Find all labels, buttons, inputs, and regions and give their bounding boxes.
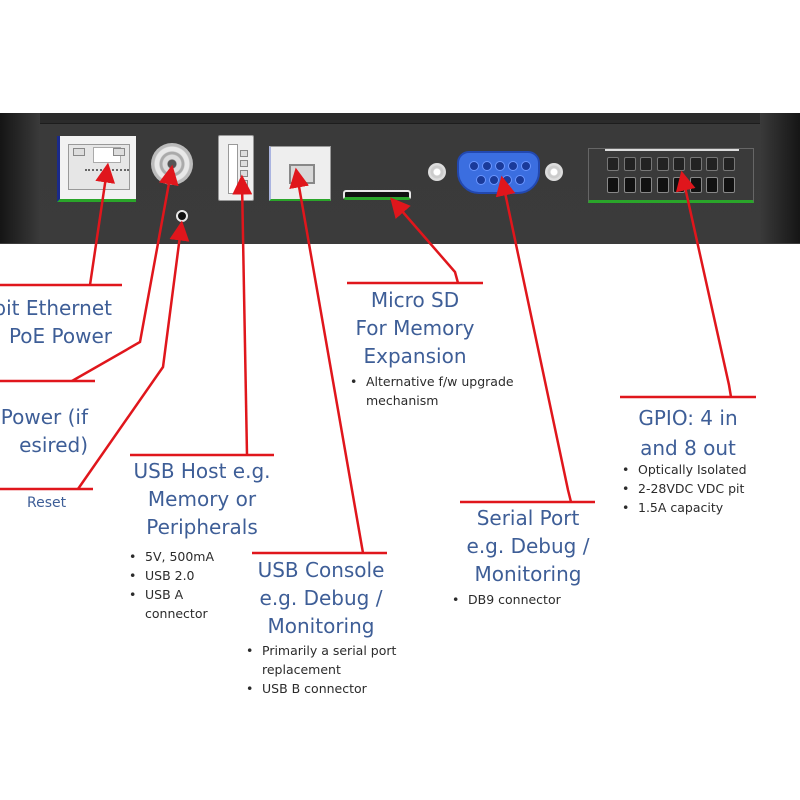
micro-sd-label-line: For Memory (355, 316, 475, 340)
terminal-socket (689, 177, 702, 193)
micro-sd-bullets: Alternative f/w upgrade mechanism (350, 372, 516, 410)
gpio-bullets: Optically Isolated 2-28VDC VDC pit 1.5A … (622, 460, 798, 517)
micro-sd-label-line: Micro SD (370, 288, 460, 312)
db9-pin (521, 161, 531, 171)
terminal-screw (673, 157, 685, 171)
db9-pin (508, 161, 518, 171)
terminal-socket (706, 177, 718, 193)
panel-right-edge (760, 113, 800, 243)
rj45-port-body (68, 144, 130, 190)
usb-host-label: USB Host e.g. Memory or Peripherals (128, 457, 276, 541)
usb-console-label-line: USB Console (257, 558, 385, 582)
gpio-bullet: 2-28VDC VDC pit (622, 479, 798, 498)
usb-host-bullets: 5V, 500mA USB 2.0 USB A connector (129, 547, 235, 623)
terminal-screw (640, 157, 652, 171)
rj45-led-left (73, 148, 85, 156)
serial-label: Serial Port e.g. Debug / Monitoring (458, 504, 598, 588)
gpio-bullet: Optically Isolated (622, 460, 798, 479)
serial-label-line: Serial Port (476, 506, 580, 530)
power-label-line: esired) (19, 433, 88, 457)
db9-pin (515, 175, 525, 185)
db9-screw-right-icon (545, 163, 563, 181)
usb-a-contact (240, 180, 248, 187)
micro-sd-slot-icon (343, 190, 411, 200)
terminal-screw (607, 157, 619, 171)
rj45-port-icon (57, 136, 136, 202)
serial-bullets: DB9 connector (452, 590, 608, 609)
gpio-label-line: and 8 out (640, 436, 736, 460)
db9-pin (502, 175, 512, 185)
usb-console-label-line: Monitoring (267, 614, 375, 638)
terminal-socket (673, 177, 685, 193)
usb-a-port-icon (218, 135, 254, 201)
terminal-screw (722, 157, 735, 171)
db9-pin (469, 161, 479, 171)
usb-b-core (289, 164, 315, 184)
rj45-led-right (113, 148, 125, 156)
usb-console-bullet: Primarily a serial port replacement (246, 641, 427, 679)
usb-host-bullet: USB A connector (129, 585, 235, 623)
terminal-socket (640, 177, 652, 193)
terminal-socket (656, 177, 669, 193)
ethernet-label-line: PoE Power (8, 324, 112, 348)
panel-top-lip (40, 113, 770, 124)
db9-pin (482, 161, 492, 171)
terminal-block-top-edge (605, 149, 739, 151)
terminal-socket (607, 177, 619, 193)
usb-host-bullet: 5V, 500mA (129, 547, 235, 566)
micro-sd-label: Micro SD For Memory Expansion (345, 286, 485, 370)
terminal-socket (722, 177, 735, 193)
serial-label-line: Monitoring (474, 562, 582, 586)
serial-bullet: DB9 connector (452, 590, 608, 609)
gpio-bullet: 1.5A capacity (622, 498, 798, 517)
usb-host-label-line: Memory or (147, 487, 257, 511)
db9-pin (489, 175, 499, 185)
usb-b-port-icon (269, 146, 331, 201)
reset-pinhole-icon (176, 210, 188, 222)
micro-sd-bullet: Alternative f/w upgrade mechanism (350, 372, 516, 410)
micro-sd-label-line: Expansion (363, 344, 467, 368)
db9-screw-left-icon (428, 163, 446, 181)
ethernet-label: bit Ethernet PoE Power (0, 294, 112, 350)
terminal-screw (706, 157, 718, 171)
usb-console-bullet: USB B connector (246, 679, 427, 698)
callout-reset-arrow (76, 220, 190, 490)
db9-pin (495, 161, 505, 171)
db9-port-icon (457, 151, 540, 194)
terminal-screw (656, 157, 669, 171)
usb-console-bullets: Primarily a serial port replacement USB … (246, 641, 427, 698)
usb-a-contact (240, 150, 248, 157)
usb-host-label-line: Peripherals (146, 515, 258, 539)
db9-pin (476, 175, 486, 185)
usb-host-bullet: USB 2.0 (129, 566, 235, 585)
terminal-screw (623, 157, 636, 171)
power-label: Power (if esired) (1, 403, 88, 459)
terminal-block-icon (588, 148, 754, 203)
usb-console-label-line: e.g. Debug / (259, 586, 383, 610)
usb-console-label: USB Console e.g. Debug / Monitoring (250, 556, 392, 640)
ethernet-label-line: bit Ethernet (0, 296, 112, 320)
dc-barrel-jack-icon (151, 143, 193, 185)
gpio-label-line: GPIO: 4 in (638, 406, 738, 430)
power-label-line: Power (if (0, 405, 88, 429)
serial-label-line: e.g. Debug / (466, 534, 590, 558)
panel-left-edge (0, 113, 40, 243)
terminal-screw (689, 157, 702, 171)
usb-a-contact (240, 170, 248, 177)
gpio-label: GPIO: 4 in and 8 out (618, 403, 758, 463)
rj45-port-pins (85, 169, 129, 175)
usb-a-contact (240, 160, 248, 167)
reset-label: Reset (27, 495, 67, 511)
terminal-socket (623, 177, 636, 193)
usb-host-label-line: USB Host e.g. (133, 459, 271, 483)
usb-a-tongue (228, 144, 238, 194)
